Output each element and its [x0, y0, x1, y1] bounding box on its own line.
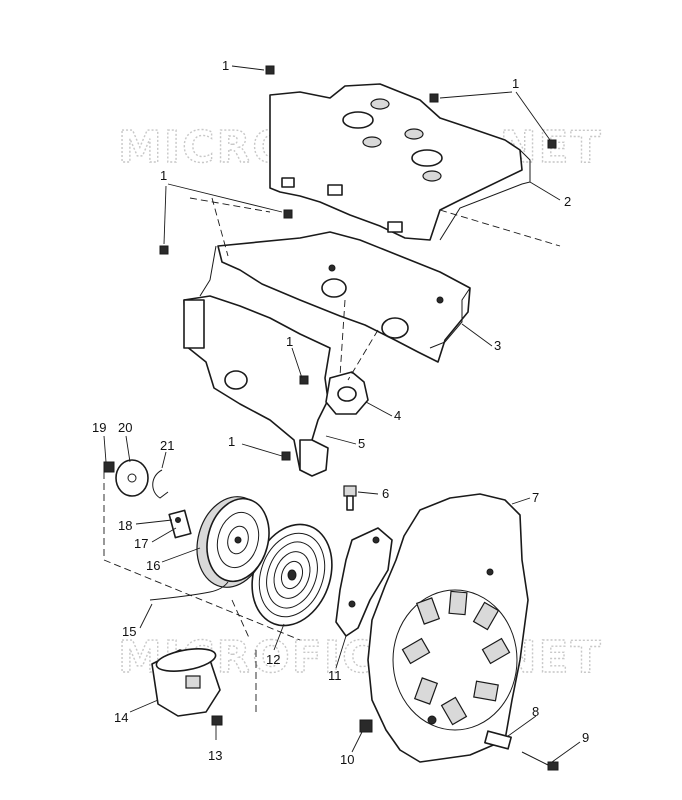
washer-part-20 — [115, 459, 149, 497]
callout-5: 5 — [358, 436, 365, 451]
nut-part-19 — [103, 461, 115, 473]
lower-duct-part-5 — [183, 245, 331, 477]
starter-rope-part-15 — [149, 581, 229, 601]
callout-6: 6 — [382, 486, 389, 501]
callout-7: 7 — [532, 490, 539, 505]
pin-part-6 — [343, 485, 357, 511]
fan-housing-part-7 — [367, 493, 529, 763]
callout-17: 17 — [134, 536, 148, 551]
callout-19: 19 — [92, 420, 106, 435]
callout-2: 2 — [564, 194, 571, 209]
callout-1-e: 1 — [228, 434, 235, 449]
bolt-part-9 — [521, 751, 559, 771]
bracket-part-11 — [335, 527, 393, 637]
callout-21: 21 — [160, 438, 174, 453]
callout-15: 15 — [122, 624, 136, 639]
callout-1-a: 1 — [222, 58, 229, 73]
callout-14: 14 — [114, 710, 128, 725]
nut-part-10 — [359, 719, 373, 733]
alignment-lines — [103, 197, 561, 712]
callout-1-d: 1 — [286, 334, 293, 349]
leader-lines — [103, 65, 581, 763]
callout-10: 10 — [340, 752, 354, 767]
callout-1-b: 1 — [512, 76, 519, 91]
screw-part-13 — [211, 715, 223, 726]
upper-shroud-part-2 — [269, 83, 531, 241]
pulley-part-16 — [196, 496, 270, 588]
baffle-part-3 — [217, 231, 471, 363]
callout-11: 11 — [328, 668, 342, 683]
cup-part-14 — [151, 648, 221, 717]
callout-13: 13 — [208, 748, 222, 763]
pawl-part-17-18 — [168, 509, 192, 539]
callout-labels: 1 1 1 1 1 2 3 4 5 6 7 8 9 10 11 12 13 14… — [92, 58, 589, 767]
callout-16: 16 — [146, 558, 160, 573]
callout-8: 8 — [532, 704, 539, 719]
fasteners-part-1 — [159, 65, 557, 461]
callout-4: 4 — [394, 408, 401, 423]
callout-1-c: 1 — [160, 168, 167, 183]
callout-12: 12 — [266, 652, 280, 667]
gasket-part-4 — [325, 371, 369, 415]
callout-3: 3 — [494, 338, 501, 353]
callout-20: 20 — [118, 420, 132, 435]
callout-9: 9 — [582, 730, 589, 745]
clip-part-21 — [152, 469, 169, 499]
clamp-part-8 — [484, 730, 512, 750]
callout-18: 18 — [118, 518, 132, 533]
